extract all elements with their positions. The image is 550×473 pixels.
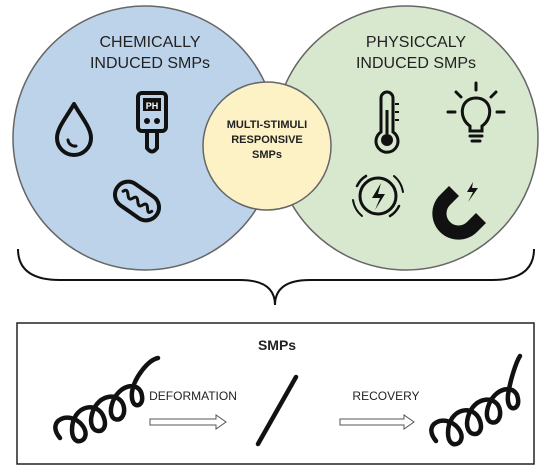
temporary-shape-line — [255, 374, 299, 447]
center-line1: MULTI-STIMULI — [227, 119, 307, 131]
mitochondria-icon — [112, 179, 162, 223]
physical-title-line2: INDUCED SMPs — [356, 55, 476, 72]
ph-meter-label: PH — [146, 101, 159, 111]
smp-box-title: SMPs — [258, 337, 296, 353]
water-drop-icon — [55, 102, 93, 157]
multi-stimuli-circle — [202, 81, 332, 211]
recovery-arrow — [339, 414, 415, 430]
light-bulb-icon — [446, 81, 506, 143]
ph-meter-icon: PH — [136, 91, 168, 154]
center-line2: RESPONSIVE — [231, 134, 303, 146]
chemical-title-line2: INDUCED SMPs — [90, 55, 210, 72]
recovery-label: RECOVERY — [352, 389, 419, 403]
electric-field-icon — [352, 174, 404, 218]
recovered-shape-spring — [429, 353, 523, 447]
deformation-arrow — [149, 414, 227, 430]
thermometer-icon — [374, 90, 400, 154]
deformation-label: DEFORMATION — [149, 389, 237, 403]
original-shape-spring — [53, 355, 161, 444]
magnet-icon — [432, 182, 486, 240]
chemical-title-line1: CHEMICALLY — [99, 34, 200, 51]
physical-title-line1: PHYSICCALY — [366, 34, 467, 51]
curly-brace — [17, 248, 535, 306]
center-line3: SMPs — [252, 149, 282, 161]
